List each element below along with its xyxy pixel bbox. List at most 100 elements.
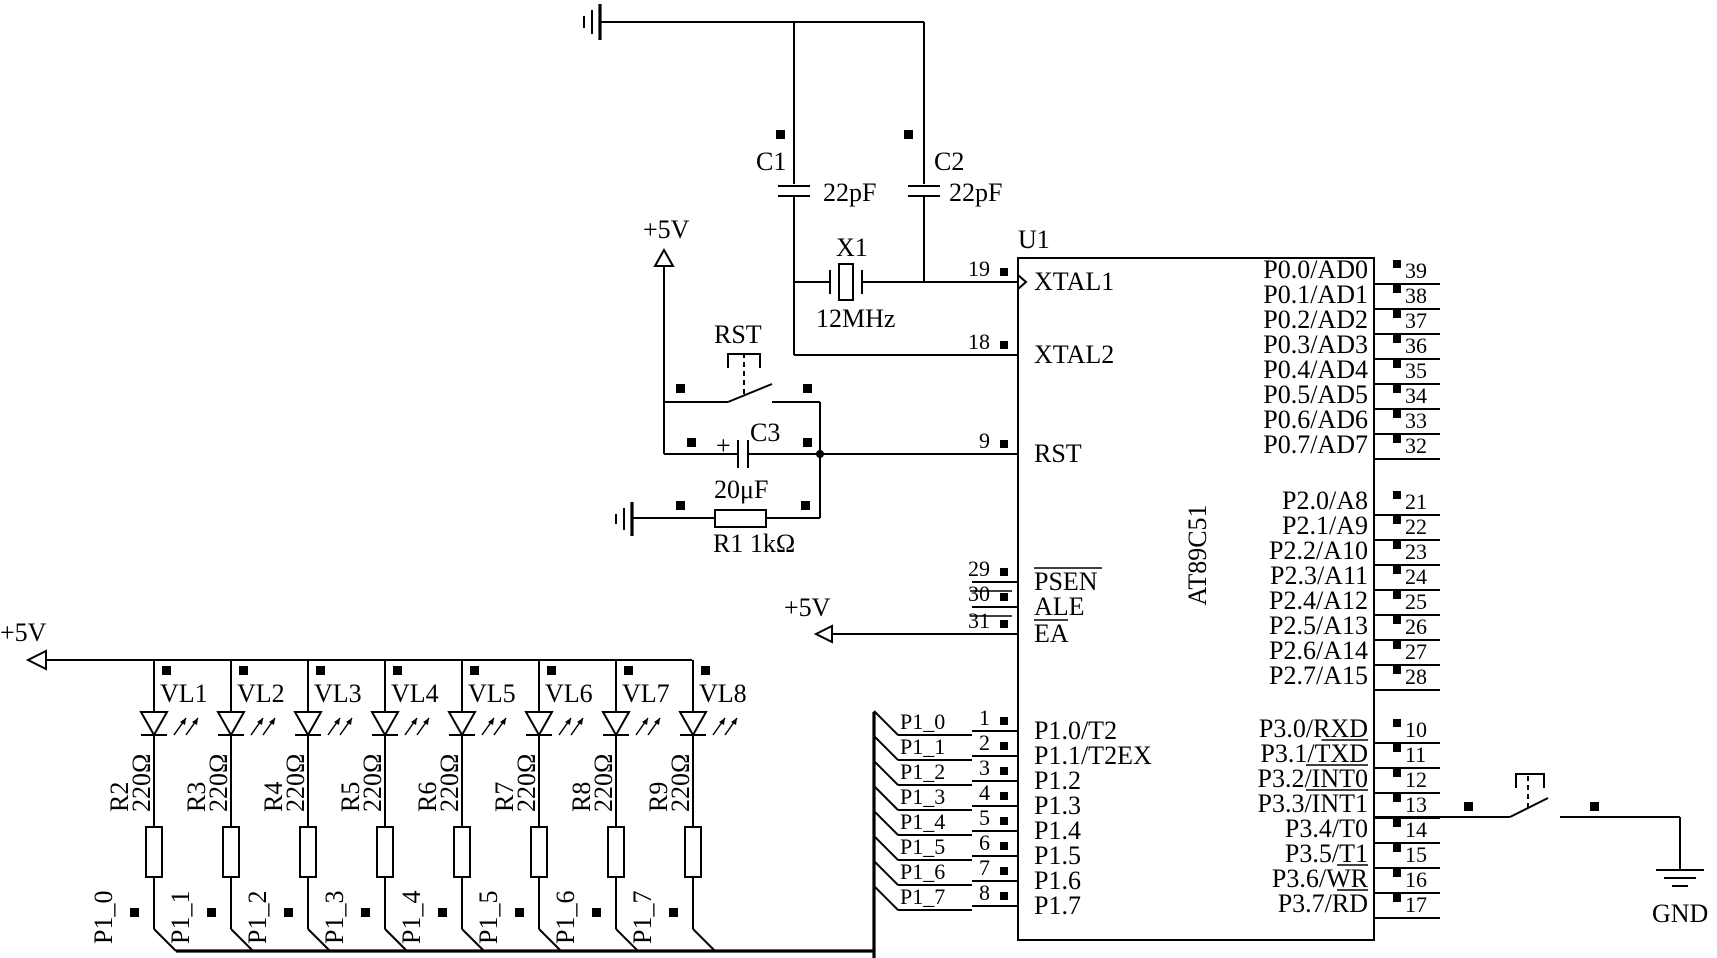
light-arrowhead (423, 718, 429, 725)
resistor-icon (299, 826, 317, 878)
pin-name-func: T0 (1339, 814, 1368, 843)
res-ref-label: R4 (259, 782, 288, 812)
x1-value-label: 12MHz (816, 304, 895, 333)
p1-net-label: P1_2 (900, 759, 945, 784)
pin-name: P1.6 (1034, 866, 1081, 895)
pin-name: P3.3/INT1 (1257, 789, 1368, 818)
pin-marker (1393, 616, 1401, 624)
light-arrowhead (654, 718, 660, 725)
pin-name: P3.6/WR (1272, 864, 1369, 893)
pin-marker (1393, 894, 1401, 902)
pin-name: P1.3 (1034, 791, 1081, 820)
reset-switch (676, 353, 820, 403)
ground-symbol-reset (615, 502, 634, 536)
pin-number: 23 (1405, 539, 1427, 564)
mcu-body (1017, 257, 1375, 941)
pin-number: 26 (1405, 614, 1427, 639)
res-value-label: 220Ω (358, 754, 387, 812)
pin-marker (1000, 842, 1008, 850)
pin-name: P0.1/AD1 (1263, 280, 1368, 309)
bus-entry (461, 928, 485, 952)
pin-number: 18 (968, 329, 990, 354)
pin-marker (1000, 268, 1008, 276)
x1-ref-label: X1 (836, 233, 868, 262)
p1-net-label: P1_4 (397, 891, 426, 944)
pin-marker (1393, 566, 1401, 574)
pin-marker (1393, 335, 1401, 343)
light-arrowhead (257, 718, 263, 725)
resistor-icon (607, 826, 625, 878)
bus-entry (615, 928, 639, 952)
p1-net-label: P1_7 (900, 884, 945, 909)
res-ref-label: R2 (105, 782, 134, 812)
pin-number: 22 (1405, 514, 1427, 539)
led-icon (447, 711, 477, 738)
led-icon (370, 711, 400, 738)
led-icon (139, 711, 169, 738)
bus-entry (873, 835, 899, 861)
pin-number: 12 (1405, 767, 1427, 792)
pin-marker (1393, 591, 1401, 599)
vcc-arrow-led (25, 649, 47, 671)
pin-number: 8 (979, 880, 990, 905)
light-arrowhead (719, 718, 725, 725)
resistor-icon (684, 826, 702, 878)
led-label: VL3 (314, 679, 362, 708)
pin-number: 15 (1405, 842, 1427, 867)
res-value-label: 220Ω (127, 754, 156, 812)
p1-net-label: P1_6 (551, 891, 580, 944)
pin-name: P0.2/AD2 (1263, 305, 1368, 334)
vcc-arrow-ea (813, 624, 833, 644)
pin-number: 37 (1405, 308, 1427, 333)
pin-name: P3.4/T0 (1285, 814, 1368, 843)
pin-marker (676, 384, 685, 393)
c2-value-label: 22pF (949, 178, 1002, 207)
pin-marker (1000, 892, 1008, 900)
p1-net-label: P1_0 (89, 891, 118, 944)
light-arrowhead (731, 718, 737, 725)
pin-number: 25 (1405, 589, 1427, 614)
res-ref-label: R7 (490, 782, 519, 812)
led-label: VL6 (545, 679, 593, 708)
pin-name-prefix: P3.0/ (1259, 714, 1314, 743)
pin-marker (1393, 794, 1401, 802)
pin-name: P0.4/AD4 (1263, 355, 1368, 384)
pin-marker (1393, 719, 1401, 727)
oscillator-circuit: C1 22pF C2 22pF X1 12MHz (583, 4, 1018, 356)
junction-dot (816, 450, 824, 458)
bus-entry (692, 928, 716, 952)
int1-switch-circuit: GND (1374, 773, 1708, 928)
led-label: VL5 (468, 679, 516, 708)
pin-name-func: T1 (1339, 839, 1368, 868)
pin-name: P0.6/AD6 (1263, 405, 1368, 434)
bus-entry (538, 928, 562, 952)
pin-marker (1393, 491, 1401, 499)
pin-number: 10 (1405, 717, 1427, 742)
pin-name: P3.0/RXD (1259, 714, 1368, 743)
p1-net-label: P1_2 (243, 891, 272, 944)
pin-marker (1464, 802, 1473, 811)
pin-name: P2.7/A15 (1269, 661, 1368, 690)
pin-number: 1 (979, 705, 990, 730)
pin-name: P0.3/AD3 (1263, 330, 1368, 359)
pin-marker (776, 130, 785, 139)
resistor-icon (222, 826, 240, 878)
led-label: VL1 (160, 679, 208, 708)
pin-marker (1393, 744, 1401, 752)
light-arrowhead (334, 718, 340, 725)
light-arrowhead (411, 718, 417, 725)
pin-marker (547, 666, 556, 675)
bus-entry (873, 710, 899, 736)
pin-name: P3.1/TXD (1260, 739, 1368, 768)
